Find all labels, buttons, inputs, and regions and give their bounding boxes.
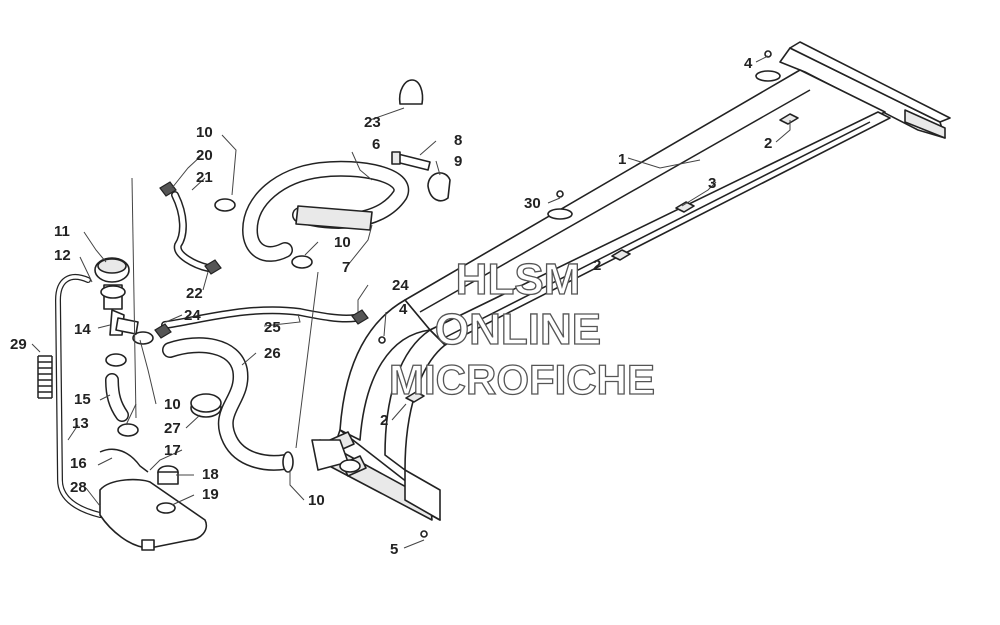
clamps [105,181,369,473]
callout-10: 10 [196,124,213,141]
filler-neck [100,284,139,336]
bleed-hose [161,306,359,329]
callout-16: 16 [70,455,87,472]
callout-27: 27 [164,420,181,437]
watermark-line-3: MICROFICHE [389,356,655,403]
hose-sleeve [295,205,373,231]
callout-18: 18 [202,466,219,483]
callout-22: 22 [186,285,203,302]
callout-14: 14 [74,321,91,338]
callout-2: 2 [764,135,772,152]
callout-11: 11 [54,223,70,240]
short-hose [105,373,129,422]
clamp-ring [190,393,222,418]
callout-3: 3 [708,175,716,192]
leader-lines [31,55,791,549]
callout-9: 9 [454,153,462,170]
callout-24: 24 [184,307,201,324]
callout-23: 23 [364,114,381,131]
callout-25: 25 [264,319,281,336]
callout-10: 10 [308,492,325,509]
callout-24: 24 [392,277,409,294]
callout-2: 2 [380,412,388,429]
callout-12: 12 [54,247,71,264]
callout-4: 4 [744,55,753,72]
callout-8: 8 [454,132,462,149]
callout-17: 17 [164,442,181,459]
callout-10: 10 [164,396,181,413]
callout-30: 30 [524,195,541,212]
callout-15: 15 [74,391,91,408]
bracket-10 [311,439,361,473]
mount-9 [427,172,451,202]
overflow-hose [55,273,103,518]
watermark: HLSM ONLINE MICROFICHE [388,254,655,403]
bleed-line-16 [99,448,149,473]
vent-hose [171,191,212,272]
callout-29: 29 [10,336,27,353]
callout-13: 13 [72,415,89,432]
callout-6: 6 [372,136,380,153]
radiator-cap [94,257,130,283]
callout-5: 5 [390,541,398,558]
watermark-line-2: ONLINE [435,305,601,354]
bolt-8 [391,151,431,171]
spring [37,355,53,399]
watermark-line-1: HLSM [456,255,581,304]
callout-21: 21 [196,169,213,186]
coolant-hose-lower [162,337,293,471]
callout-19: 19 [202,486,219,503]
tank-cap [157,465,179,485]
callout-4: 4 [399,301,408,318]
callout-26: 26 [264,345,281,362]
callouts: 1 2 2 2 3 4 4 5 6 7 8 9 10 10 10 10 11 1… [10,55,772,558]
callout-7: 7 [342,259,350,276]
coolant-tank [99,478,208,551]
callout-20: 20 [196,147,213,164]
callout-10: 10 [334,234,351,251]
callout-2: 2 [593,257,601,274]
callout-28: 28 [70,479,87,496]
hose-clamp-23 [398,79,424,105]
cooling-extrusion [317,41,951,521]
callout-1: 1 [618,151,626,168]
